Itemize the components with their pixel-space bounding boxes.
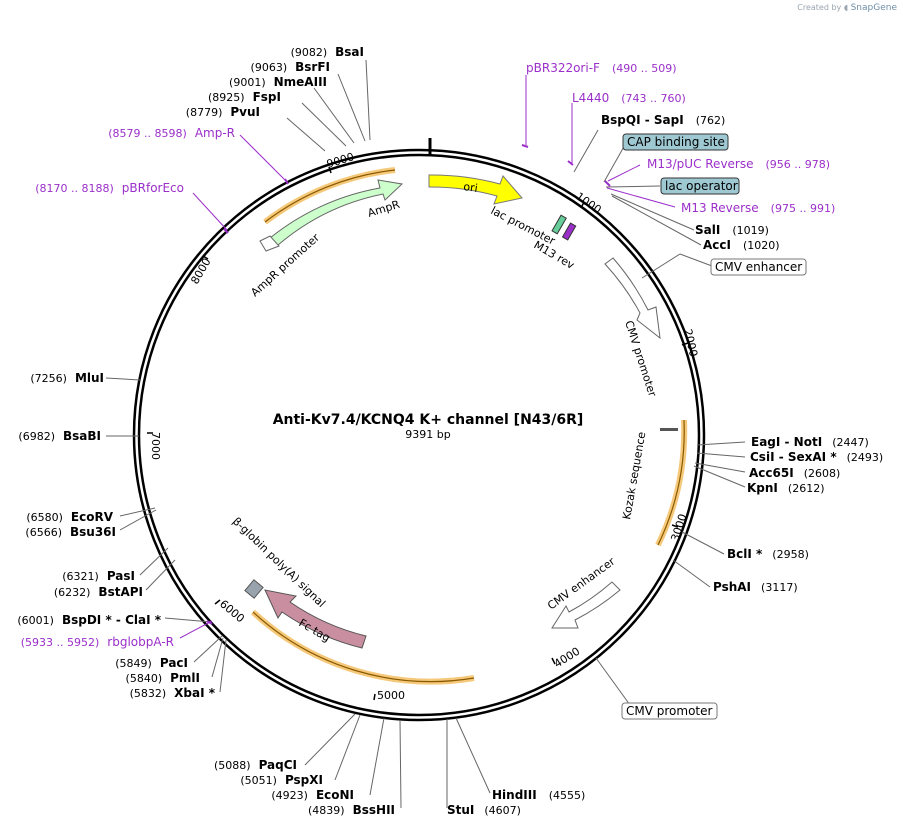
- primer-l4440[interactable]: L4440(743 .. 760): [572, 91, 686, 105]
- feature-bglobin[interactable]: [244, 579, 264, 599]
- site-bstapi[interactable]: (6232)BstAPI: [54, 585, 143, 599]
- feature-ampr-promoter[interactable]: [259, 235, 280, 252]
- site-ecorv[interactable]: (6580)EcoRV: [26, 510, 113, 524]
- site-pasi[interactable]: (6321)PasI: [62, 569, 135, 583]
- cmv-enhancer-callout-label[interactable]: CMV enhancer: [715, 260, 802, 274]
- feature-kozak-label: Kozak sequence: [620, 431, 648, 521]
- site-bsu36i[interactable]: (6566)Bsu36I: [25, 525, 116, 539]
- boxed-labels: CAP binding site lac operator CMV enhanc…: [621, 133, 807, 720]
- site-bsshii[interactable]: (4839)BssHII: [308, 803, 395, 817]
- primer-m13-reverse[interactable]: M13 Reverse(975 .. 991): [681, 201, 835, 215]
- snapgene-logo-icon: ◖: [843, 3, 849, 12]
- primer-pbr322ori-f[interactable]: pBR322ori-F(490 .. 509): [526, 61, 677, 75]
- site-bsrfi[interactable]: (9063)BsrFI: [251, 60, 330, 74]
- primer-labels: pBR322ori-F(490 .. 509) L4440(743 .. 760…: [21, 61, 836, 649]
- site-bspdi-clai[interactable]: (6001)BspDI * - ClaI *: [17, 613, 161, 627]
- feature-cmv-enhancer-lower[interactable]: [551, 581, 621, 629]
- tick-label-5000: 5000: [377, 689, 405, 702]
- feature-ampr-promoter-label: AmpR promoter: [248, 231, 322, 299]
- site-bsabi[interactable]: (6982)BsaBI: [18, 429, 101, 443]
- primer-ticks: [206, 144, 611, 625]
- site-labels: (9082)BsaI (9063)BsrFI (9001)NmeAIII (89…: [17, 45, 883, 817]
- site-sali[interactable]: SalI(1019): [695, 223, 769, 237]
- feature-ori-label: ori: [463, 180, 479, 195]
- site-pvui[interactable]: (8779)PvuI: [186, 105, 260, 119]
- site-pspxi[interactable]: (5051)PspXI: [240, 773, 323, 787]
- site-paqci[interactable]: (5088)PaqCI: [214, 758, 297, 772]
- lac-operator-label[interactable]: lac operator: [665, 179, 738, 193]
- snapgene-watermark: Created by ◖ SnapGene: [797, 3, 897, 13]
- site-bspqi-sapi[interactable]: BspQI - SapI(762): [601, 113, 725, 127]
- site-pshai[interactable]: PshAI(3117): [713, 580, 798, 594]
- site-acci[interactable]: AccI(1020): [703, 238, 780, 252]
- primer-amp-r[interactable]: (8579 .. 8598)Amp-R: [108, 126, 235, 140]
- site-econi[interactable]: (4923)EcoNI: [271, 788, 354, 802]
- cmv-promoter-callout-label[interactable]: CMV promoter: [626, 704, 713, 718]
- feature-ori[interactable]: [428, 174, 523, 205]
- tick-label-9000: 9000: [325, 150, 356, 171]
- site-leaders: [105, 59, 746, 809]
- site-kpni[interactable]: KpnI(2612): [747, 481, 824, 495]
- site-nmeaiii[interactable]: (9001)NmeAIII: [229, 75, 327, 89]
- site-bsai[interactable]: (9082)BsaI: [291, 45, 364, 59]
- watermark-brand: SnapGene: [850, 3, 897, 13]
- site-csii-sexai[interactable]: CsiI - SexAI *(2493): [750, 450, 883, 464]
- fc-highlight: [250, 609, 475, 685]
- site-bcli[interactable]: BclI *(2958): [727, 547, 809, 561]
- plasmid-backbone: [132, 138, 706, 722]
- feature-lac-promoter-label: lac promoter: [489, 204, 558, 248]
- site-pmli[interactable]: (5840)PmlI: [126, 671, 200, 685]
- cap-binding-site-label[interactable]: CAP binding site: [627, 135, 725, 149]
- feature-ampr-label: AmpR: [366, 198, 402, 220]
- feature-m13-rev-mark[interactable]: [561, 222, 577, 241]
- primer-rbglobpa-r[interactable]: (5933 .. 5952)rbglobpA-R: [21, 635, 174, 649]
- site-hindiii[interactable]: HindIII(4555): [492, 788, 585, 802]
- kozak-marker: [660, 428, 678, 431]
- feature-cmv-enhancer-label: CMV enhancer: [545, 555, 618, 613]
- tick-label-6000: 6000: [217, 597, 247, 625]
- site-mlui[interactable]: (7256)MluI: [30, 371, 104, 385]
- site-fspi[interactable]: (8925)FspI: [208, 90, 281, 104]
- feature-m13-rev-label: M13 rev: [532, 238, 577, 272]
- plasmid-title: Anti-Kv7.4/KCNQ4 K+ channel [N43/6R]: [273, 412, 584, 428]
- site-xbai[interactable]: (5832)XbaI *: [130, 686, 216, 700]
- feature-lac-promoter[interactable]: [551, 214, 567, 235]
- tick-marks: [147, 166, 689, 701]
- primer-pbrforeco[interactable]: (8170 .. 8188)pBRforEco: [35, 181, 184, 195]
- feature-fc-tag[interactable]: [264, 589, 367, 649]
- watermark-created-by: Created by: [797, 3, 842, 12]
- primer-m13-puc-reverse[interactable]: M13/pUC Reverse(956 .. 978): [647, 157, 830, 171]
- tick-label-2000: 2000: [681, 328, 700, 358]
- feature-cmv-enhancer-upper[interactable]: [604, 257, 661, 340]
- site-paci[interactable]: (5849)PacI: [115, 656, 188, 670]
- site-eagi-noti[interactable]: EagI - NotI(2447): [751, 435, 869, 449]
- feature-ampr[interactable]: [269, 179, 404, 246]
- site-stui[interactable]: StuI(4607): [447, 803, 521, 817]
- site-acc65i[interactable]: Acc65I(2608): [749, 466, 840, 480]
- tick-label-7000: 7000: [149, 432, 162, 460]
- plasmid-size: 9391 bp: [405, 428, 450, 441]
